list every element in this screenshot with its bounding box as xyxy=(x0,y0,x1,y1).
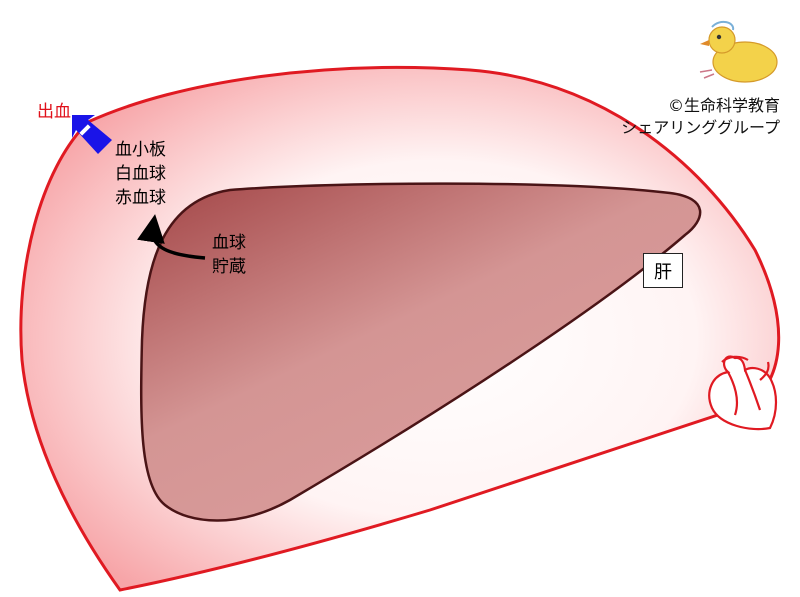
cell-label-leukocytes: 白血球 xyxy=(115,164,166,184)
storage-label-line1: 血球 xyxy=(212,233,246,253)
cell-label-platelets: 血小板 xyxy=(115,140,166,160)
liver-shape xyxy=(139,182,702,522)
liver-label: 肝 xyxy=(643,253,683,288)
credit-line2: シェアリンググループ xyxy=(621,118,780,137)
duck-logo xyxy=(699,20,778,83)
bleeding-label: 出血 xyxy=(37,102,71,122)
credit-line1: ©生命科学教育 xyxy=(667,96,780,115)
cell-label-erythrocytes: 赤血球 xyxy=(115,188,166,208)
bleeding-arrow xyxy=(72,115,112,154)
heart-icon xyxy=(708,355,778,431)
release-arrow xyxy=(137,214,206,260)
storage-label-line2: 貯蔵 xyxy=(212,257,246,277)
credit-block: ©生命科学教育 シェアリンググループ xyxy=(621,95,780,139)
